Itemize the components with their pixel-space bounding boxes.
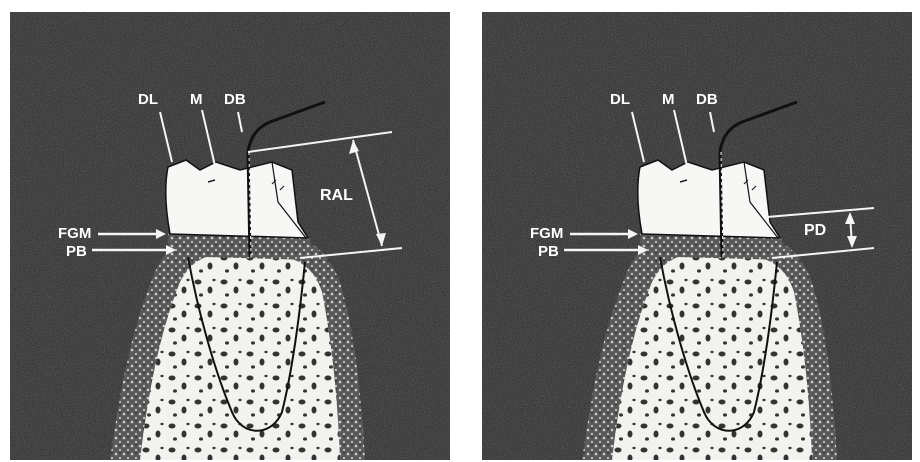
db-label: DB [224, 91, 246, 108]
diagram-panel-pd: DL M DB FGM PB PD [482, 12, 920, 460]
diagram-panel-ral: DL M DB FGM PB RAL [10, 12, 450, 460]
pb-label: PB [66, 243, 87, 260]
db-label: DB [696, 91, 718, 108]
pd-label: PD [804, 222, 826, 239]
tooth-diagram-ral: DL M DB FGM PB RAL [10, 12, 450, 460]
fgm-label: FGM [58, 225, 91, 242]
pb-label: PB [538, 243, 559, 260]
tooth-crown [166, 160, 308, 238]
fgm-label: FGM [530, 225, 563, 242]
tooth-diagram-pd: DL M DB FGM PB PD [482, 12, 912, 460]
dl-label: DL [610, 91, 630, 108]
m-label: M [190, 91, 203, 108]
tooth-crown [638, 160, 780, 238]
m-label: M [662, 91, 675, 108]
ral-label: RAL [320, 187, 353, 204]
dl-label: DL [138, 91, 158, 108]
